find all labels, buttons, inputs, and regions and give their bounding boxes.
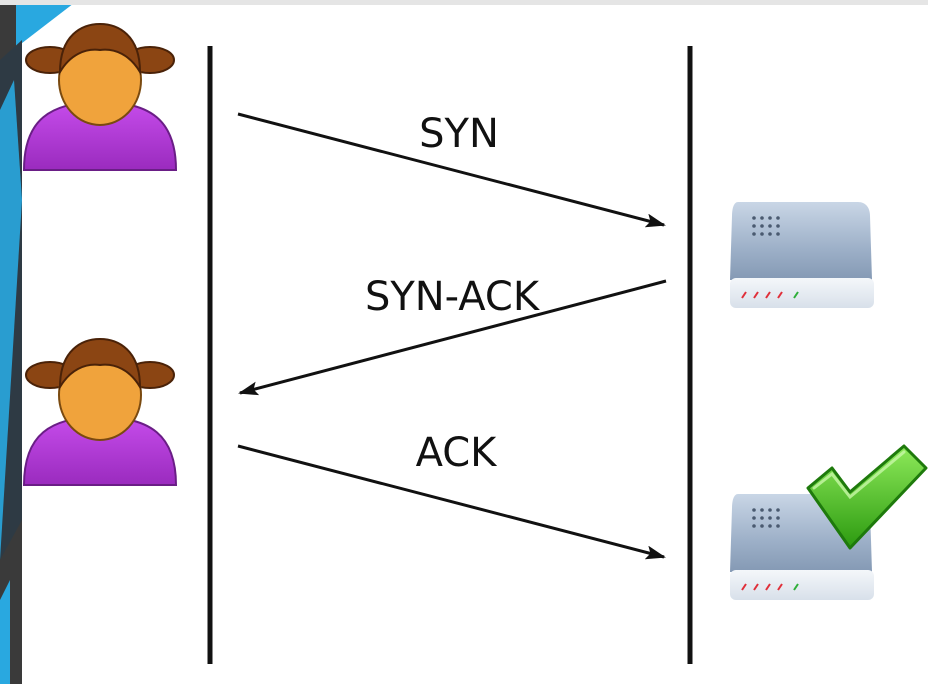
syn-arrow [237, 112, 666, 228]
syn-label: SYN [419, 111, 499, 157]
ack-label: ACK [416, 430, 499, 476]
ack-arrow [237, 444, 666, 560]
person-icon [22, 22, 178, 171]
checkmark-icon [806, 444, 928, 550]
person-icon [22, 337, 178, 486]
syn-ack-arrow [238, 279, 667, 396]
server-icon [730, 202, 874, 308]
syn-ack-label: SYN-ACK [365, 274, 541, 320]
